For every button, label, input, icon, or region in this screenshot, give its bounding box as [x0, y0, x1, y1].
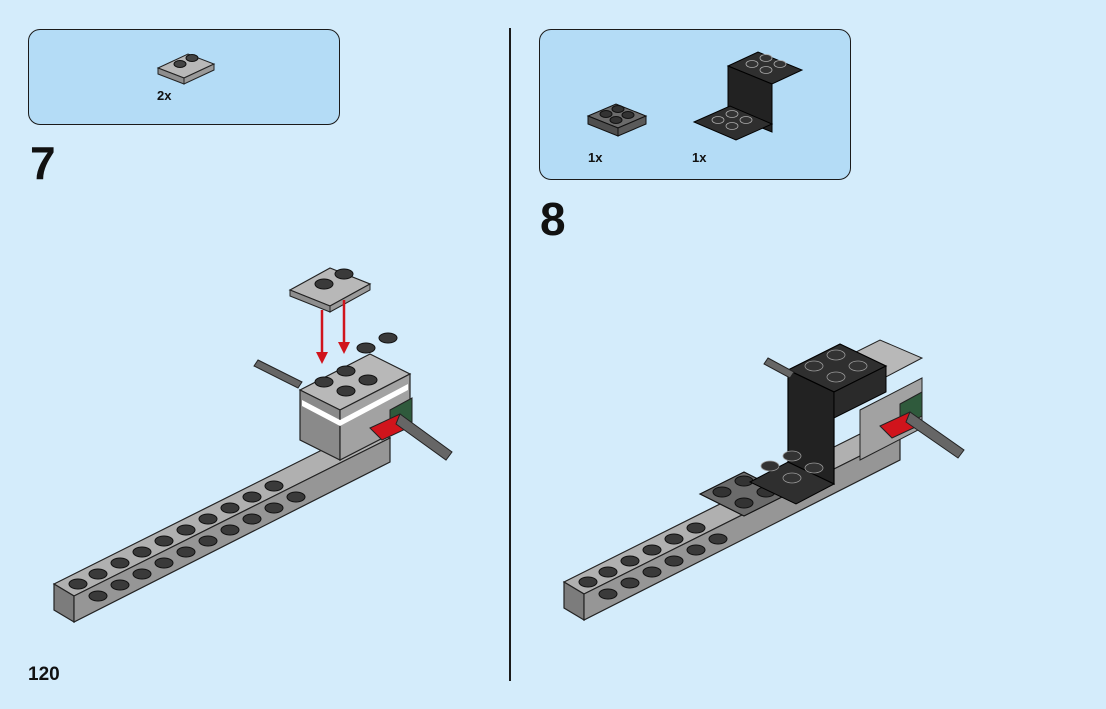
step7-number: 7 [30, 137, 56, 189]
column-divider [509, 28, 511, 681]
step7-parts-box: 2x [28, 29, 340, 125]
step7-model-illustration [52, 267, 453, 624]
step8-number: 8 [540, 193, 566, 245]
black-bracket-icon [692, 51, 804, 141]
step7-part1-qty: 2x [157, 88, 172, 103]
step8-parts-box: 1x 1x [539, 29, 851, 180]
step8-part1-qty: 1x [588, 150, 603, 165]
page-number: 120 [28, 664, 60, 685]
dark-grey-plate-icon [586, 103, 648, 137]
step8-model-illustration [562, 339, 965, 622]
grey-rail-plate-icon [156, 53, 216, 85]
step8-part2-qty: 1x [692, 150, 707, 165]
